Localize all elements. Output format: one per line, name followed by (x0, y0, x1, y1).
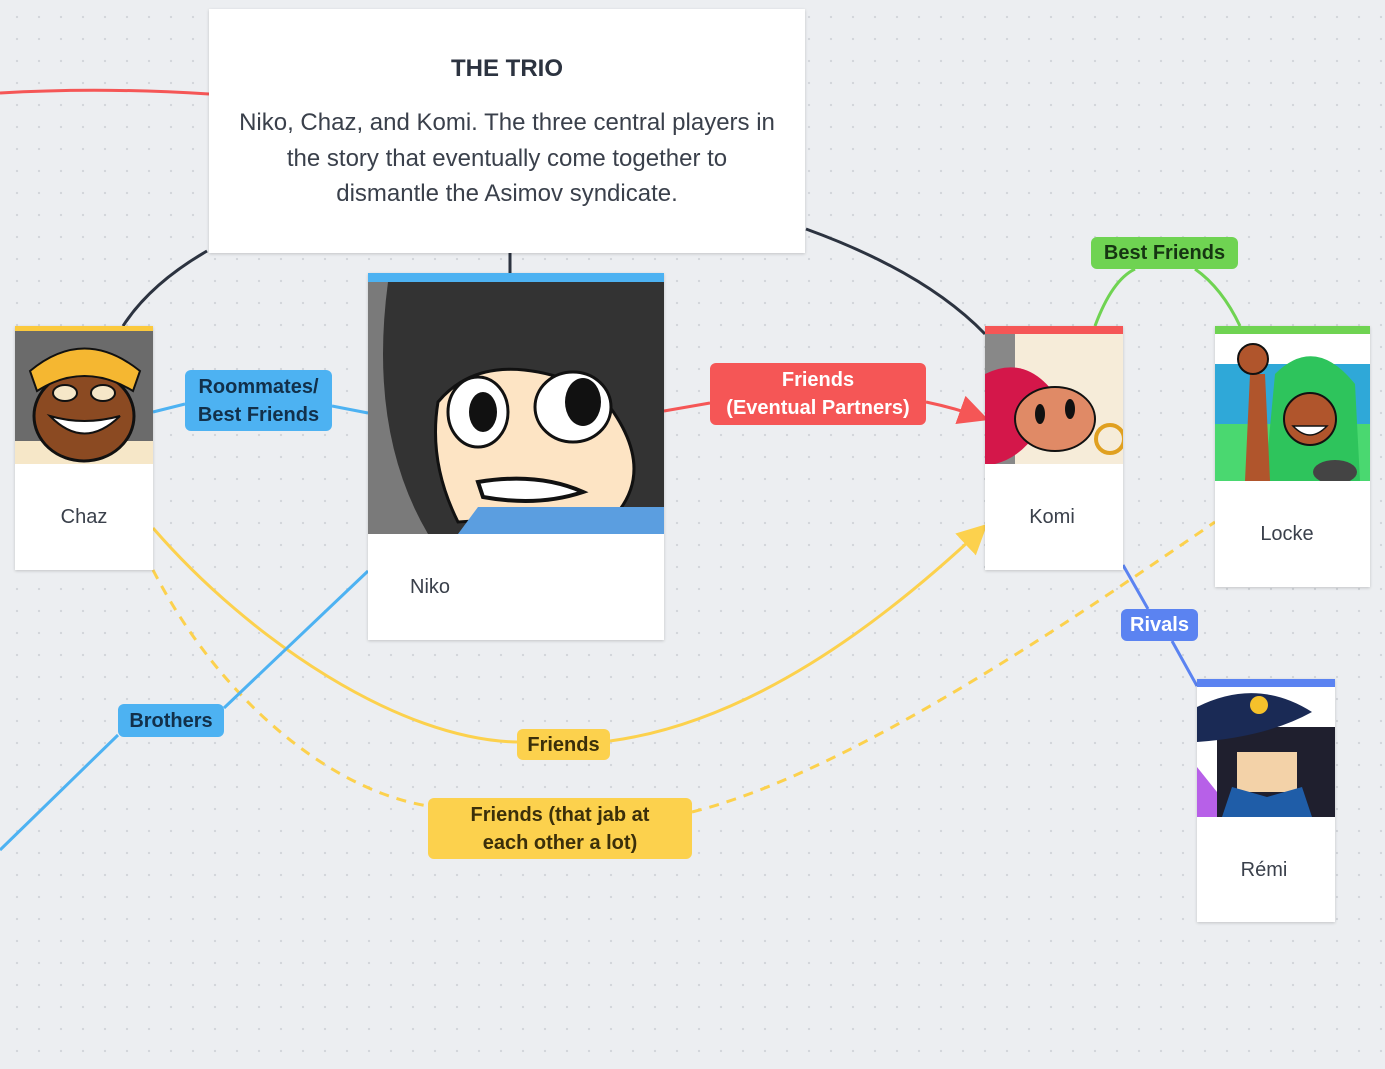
label-friends-eventual-partners[interactable]: Friends (Eventual Partners) (710, 363, 926, 425)
partners-link-a (663, 401, 711, 413)
chaz-portrait (15, 331, 153, 464)
label-brothers[interactable]: Brothers (118, 704, 224, 737)
card-color-bar (368, 273, 664, 282)
label-rivals[interactable]: Rivals (1121, 609, 1198, 641)
offscreen-red-link (0, 88, 210, 96)
jab-link-b (691, 520, 1216, 814)
friends-link-b (609, 523, 988, 743)
card-name: Rémi (1240, 859, 1288, 881)
komi-portrait (985, 334, 1123, 464)
card-name: Chaz (60, 506, 108, 528)
card-color-bar (1215, 326, 1370, 334)
label-line: Friends (781, 369, 855, 391)
remi-portrait (1197, 687, 1335, 817)
card-locke[interactable]: Locke (1215, 326, 1370, 587)
note-komi-link (805, 227, 987, 336)
card-color-bar (985, 326, 1123, 334)
locke-portrait (1215, 334, 1370, 481)
card-color-bar (1197, 679, 1335, 687)
best-friends-link (1093, 267, 1242, 327)
card-name: Niko (410, 576, 451, 598)
label-friends[interactable]: Friends (517, 729, 610, 760)
brothers-link (0, 569, 370, 852)
niko-portrait (368, 282, 664, 534)
note-title: THE TRIO (451, 55, 563, 82)
label-best-friends[interactable]: Best Friends (1091, 237, 1238, 269)
card-name: Komi (1029, 506, 1075, 528)
label-line: Roommates/ (198, 375, 319, 398)
note-chaz-link (121, 249, 208, 327)
friends-link-a (151, 527, 518, 744)
label-line: Friends (that jab at (470, 803, 650, 826)
partners-link-b (925, 395, 989, 425)
note-body: Niko, Chaz, and Komi. The three central … (239, 109, 775, 207)
label-roommates-best-friends[interactable]: Roommates/ Best Friends (185, 370, 332, 431)
label-line: Best Friends (197, 403, 320, 426)
rivals-link (1121, 564, 1199, 687)
card-color-bar (15, 326, 153, 331)
jab-link-a (151, 569, 429, 808)
card-remi[interactable]: Rémi (1197, 679, 1335, 922)
trio-note[interactable]: THE TRIO Niko, Chaz, and Komi. The three… (209, 9, 805, 253)
label-friends-jab[interactable]: Friends (that jab at each other a lot) (428, 798, 692, 859)
card-chaz[interactable]: Chaz (15, 326, 153, 570)
card-niko[interactable]: Niko (368, 273, 664, 640)
label-line: (Eventual Partners) (726, 397, 910, 419)
card-komi[interactable]: Komi (985, 326, 1123, 570)
roommates-link (152, 402, 369, 415)
label-line: each other a lot) (482, 831, 638, 854)
card-name: Locke (1260, 523, 1314, 545)
